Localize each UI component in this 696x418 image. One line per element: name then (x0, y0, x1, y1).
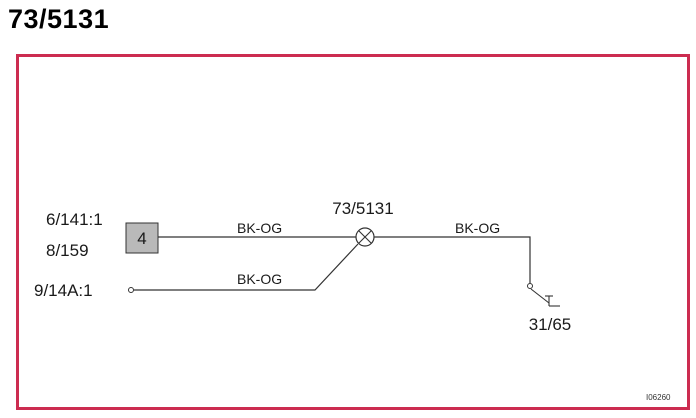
wire-right (374, 236, 531, 283)
connector-box-label: 4 (137, 229, 146, 248)
label-8-159: 8/159 (46, 241, 89, 260)
wire-label-right: BK-OG (455, 220, 500, 236)
page-title: 73/5131 (8, 4, 110, 34)
lamp-symbol (355, 227, 375, 247)
connector-box (125, 222, 159, 254)
label-6-141-1: 6/141:1 (46, 210, 103, 229)
image-code: I06260 (646, 393, 671, 402)
ground-label: 31/65 (529, 315, 572, 334)
diagram-frame (16, 54, 690, 410)
wire-label-lower-left: BK-OG (237, 271, 282, 287)
lamp-label: 73/5131 (332, 199, 393, 218)
open-terminal-left (128, 287, 134, 293)
wire-lower-left (134, 243, 359, 291)
label-9-14a-1: 9/14A:1 (34, 281, 93, 300)
ground-switch-symbol (527, 283, 560, 307)
wire-label-upper-left: BK-OG (237, 220, 282, 236)
